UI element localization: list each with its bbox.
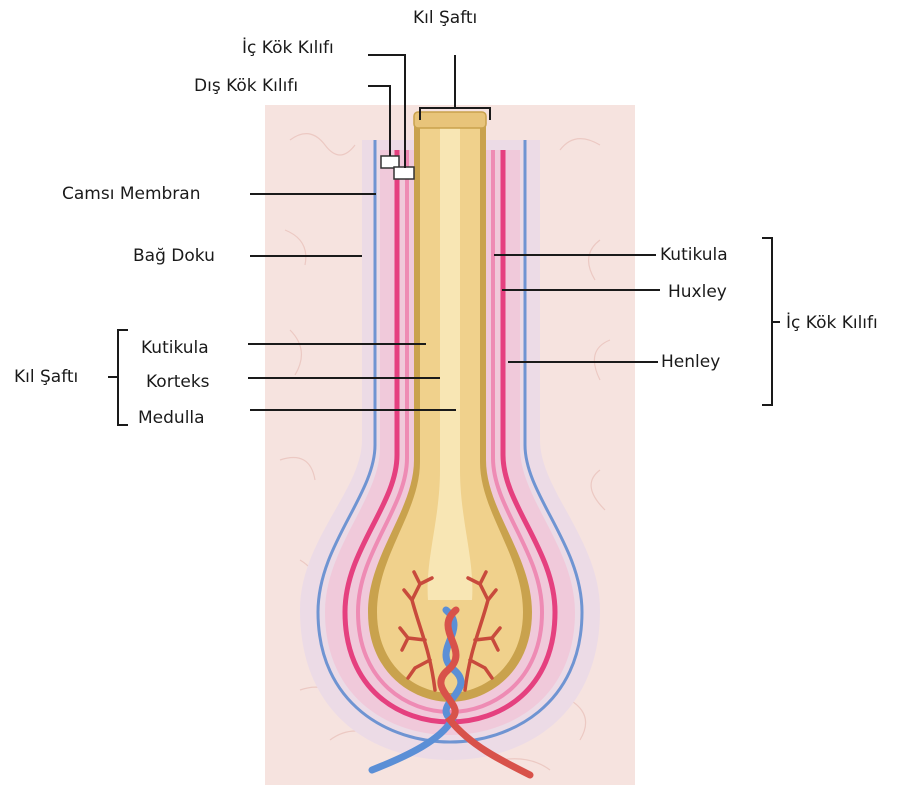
inner-root-sheath-stub — [394, 167, 414, 179]
label-medulla: Medulla — [138, 408, 205, 428]
hair-shaft-top — [414, 112, 486, 128]
label-henley: Henley — [661, 352, 720, 372]
label-inner-root-sheath-group: İç Kök Kılıfı — [786, 313, 878, 333]
label-glassy-membrane: Camsı Membran — [62, 184, 201, 204]
label-cortex: Korteks — [146, 372, 210, 392]
label-huxley: Huxley — [668, 282, 727, 302]
outer-root-sheath-stub — [381, 156, 399, 168]
label-hair-shaft-top: Kıl Şaftı — [413, 8, 477, 28]
label-shaft-cuticle: Kutikula — [141, 338, 209, 358]
label-outer-root-sheath: Dış Kök Kılıfı — [194, 76, 298, 96]
label-sheath-cuticle: Kutikula — [660, 245, 728, 265]
label-inner-root-sheath-top: İç Kök Kılıfı — [242, 38, 334, 58]
label-hair-shaft-group: Kıl Şaftı — [14, 367, 78, 387]
label-connective-tissue: Bağ Doku — [133, 246, 215, 266]
